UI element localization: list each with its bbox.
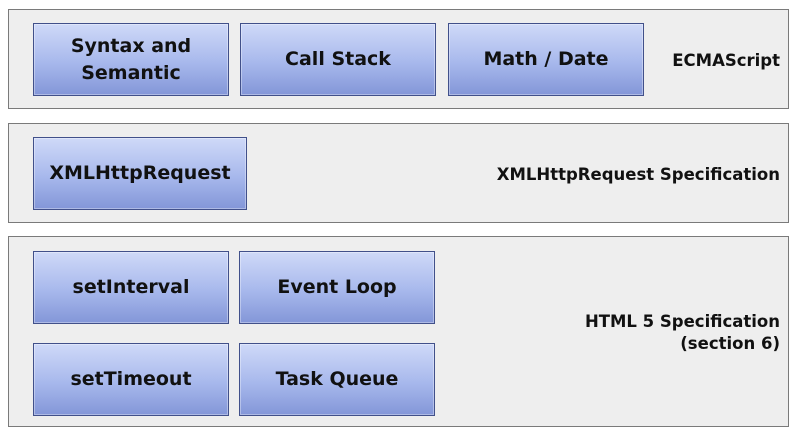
box-settimeout: setTimeout (33, 343, 229, 416)
box-setinterval: setInterval (33, 251, 229, 324)
box-task-queue: Task Queue (239, 343, 435, 416)
box-xmlhttprequest: XMLHttpRequest (33, 137, 247, 210)
layer-ecmascript: Syntax and Semantic Call Stack Math / Da… (8, 9, 789, 109)
box-call-stack: Call Stack (240, 23, 436, 96)
box-event-loop: Event Loop (239, 251, 435, 324)
layer-label-ecmascript: ECMAScript (672, 51, 780, 70)
layer-xmlhttprequest: XMLHttpRequest XMLHttpRequest Specificat… (8, 123, 789, 223)
layer-html5: setInterval Event Loop setTimeout Task Q… (8, 236, 789, 427)
layer-label-html5-spec: HTML 5 Specification (section 6) (584, 312, 780, 353)
box-math-date: Math / Date (448, 23, 644, 96)
box-syntax-and-semantic: Syntax and Semantic (33, 23, 229, 96)
layer-label-xhr-spec: XMLHttpRequest Specification (496, 165, 780, 184)
